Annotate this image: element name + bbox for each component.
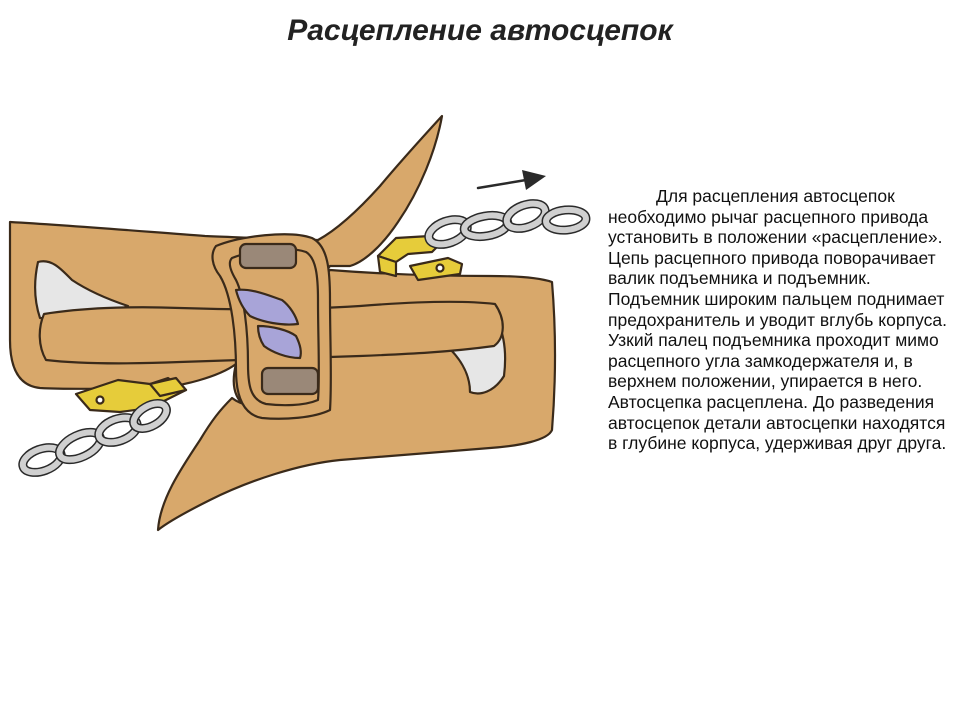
lower-lock-window bbox=[260, 366, 320, 396]
lower-release-chain bbox=[18, 399, 171, 477]
slide-title: Расцепление автосцепок bbox=[287, 14, 673, 47]
description-text: Для расцепления автосцепок необходимо ры… bbox=[608, 186, 947, 454]
lower-blade bbox=[256, 324, 302, 360]
upper-lock-window bbox=[238, 242, 298, 270]
coupler-uncoupling-illustration: .outline { stroke: #3a2a1a; stroke-width… bbox=[8, 114, 591, 532]
coupler-head bbox=[211, 233, 332, 420]
upper-release-lever bbox=[376, 234, 464, 282]
upper-blade bbox=[234, 288, 300, 326]
upper-release-chain bbox=[424, 199, 591, 249]
left-recess bbox=[34, 260, 130, 320]
pull-direction-arrow bbox=[476, 170, 546, 190]
